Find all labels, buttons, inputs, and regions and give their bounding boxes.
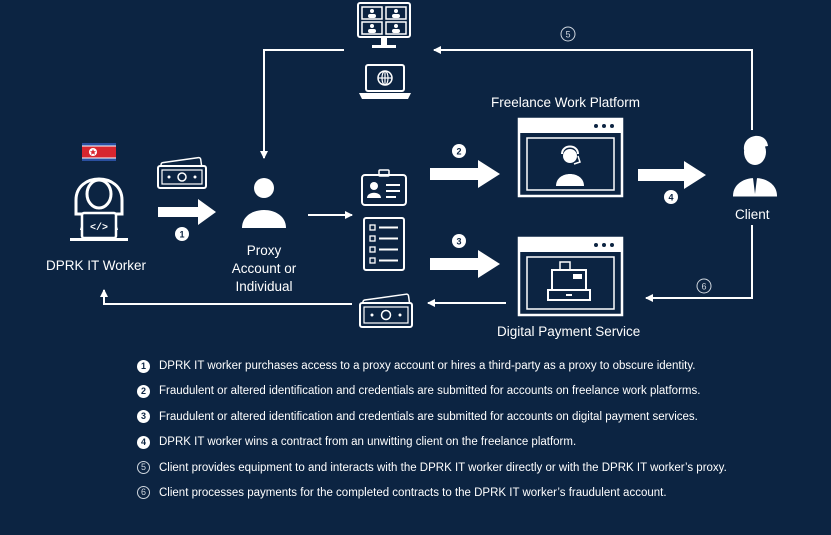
client-label: Client (735, 207, 770, 222)
legend-item-4: 4 DPRK IT worker wins a contract from an… (137, 432, 727, 452)
worker-label: DPRK IT Worker (46, 258, 147, 273)
svg-text:</>: </> (90, 222, 108, 234)
freelance-platform-label: Freelance Work Platform (491, 95, 641, 110)
laptop-icon (359, 64, 411, 99)
step-badge-1: 1 (175, 227, 189, 241)
svg-text:5: 5 (565, 30, 570, 40)
svg-text:4: 4 (668, 193, 673, 203)
video-conference-monitor-icon (357, 2, 411, 48)
legend: 1 DPRK IT worker purchases access to a p… (137, 356, 727, 508)
payment-service-label: Digital Payment Service (497, 324, 641, 339)
step-badge-2: 2 (452, 144, 466, 158)
proxy-label: Proxy Account or Individual (222, 242, 306, 296)
freelance-platform-window-icon (517, 117, 624, 198)
legend-item-1: 1 DPRK IT worker purchases access to a p… (137, 356, 727, 376)
north-korea-flag-icon (82, 143, 116, 161)
legend-text-4: DPRK IT worker wins a contract from an u… (159, 436, 577, 449)
arrow-equipment-to-proxy (260, 49, 344, 159)
block-arrow-step-1 (158, 199, 216, 225)
svg-text:2: 2 (456, 147, 461, 157)
id-card-icon (361, 169, 407, 206)
step-badge-5: 5 (560, 26, 576, 42)
proxy-label-line-3: Individual (235, 279, 293, 294)
step-badge-6: 6 (696, 278, 712, 294)
client-businessman-icon (733, 135, 777, 197)
arrow-client-to-payment (645, 225, 753, 302)
legend-item-5: 5 Client provides equipment to and inter… (137, 458, 727, 478)
proxy-label-line-2: Account or (231, 261, 297, 276)
legend-number-4: 4 (137, 435, 150, 449)
legend-number-1: 1 (137, 359, 150, 373)
block-arrow-step-2 (430, 160, 500, 188)
legend-item-6: 6 Client processes payments for the comp… (137, 483, 727, 503)
legend-text-2: Fraudulent or altered identification and… (159, 385, 701, 398)
legend-item-3: 3 Fraudulent or altered identification a… (137, 407, 727, 427)
legend-number-2: 2 (137, 384, 150, 398)
legend-text-5: Client provides equipment to and interac… (159, 461, 727, 474)
svg-text:3: 3 (456, 237, 461, 247)
legend-text-3: Fraudulent or altered identification and… (159, 410, 698, 423)
payment-cash-icon (359, 293, 413, 328)
legend-item-2: 2 Fraudulent or altered identification a… (137, 381, 727, 401)
proxy-person-icon (242, 178, 286, 228)
block-arrow-step-3 (430, 250, 500, 278)
payment-service-window-icon (517, 236, 624, 317)
legend-number-5: 5 (137, 461, 150, 475)
arrow-cash-to-worker (100, 289, 352, 305)
svg-text:1: 1 (179, 230, 184, 240)
arrow-client-to-equipment (433, 46, 753, 130)
cash-icon (157, 156, 207, 189)
block-arrow-step-4 (638, 161, 706, 189)
step-badge-4: 4 (664, 190, 678, 204)
hooded-worker-icon: </> (70, 177, 128, 241)
checklist-icon (363, 217, 405, 271)
step-badge-3: 3 (452, 234, 466, 248)
legend-text-1: DPRK IT worker purchases access to a pro… (159, 360, 696, 372)
svg-text:6: 6 (701, 282, 706, 292)
legend-number-6: 6 (137, 486, 150, 500)
legend-text-6: Client processes payments for the comple… (159, 486, 667, 499)
legend-number-3: 3 (137, 410, 150, 424)
proxy-label-line-1: Proxy (246, 243, 282, 258)
